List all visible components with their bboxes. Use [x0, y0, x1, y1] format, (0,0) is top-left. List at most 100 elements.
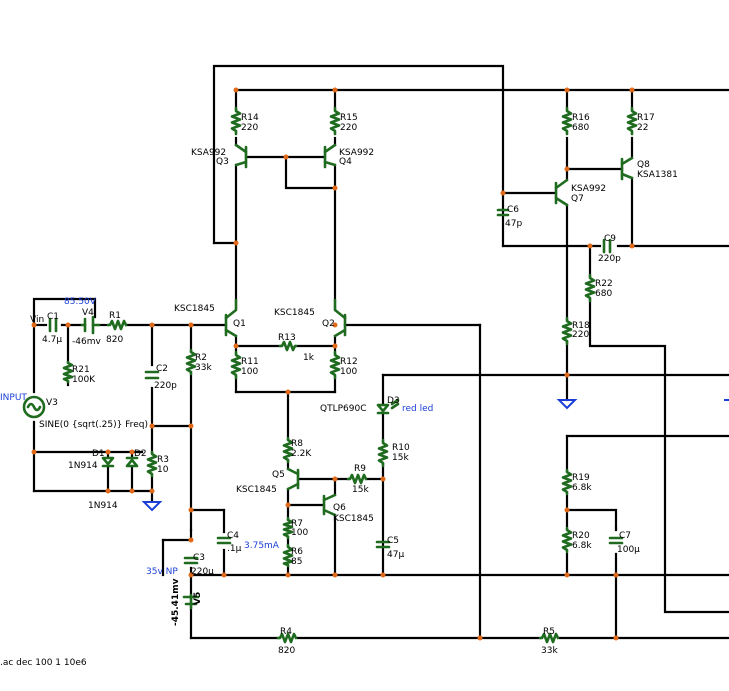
v3-input-label: INPUT — [0, 393, 27, 403]
annotations: Vin 85.50V SINE(0 {sqrt(.25)} Freq) 3.75… — [0, 297, 280, 668]
c5-label: C5 — [387, 536, 399, 546]
capacitors — [48, 208, 624, 565]
r12-label: R12 — [340, 357, 358, 367]
r16-value: 680 — [572, 123, 589, 133]
v4-value: -46mv — [72, 337, 101, 347]
r4-value: 820 — [278, 646, 295, 656]
resistors — [62, 106, 638, 644]
c1-value: 4.7µ — [42, 335, 62, 345]
r16-label: R16 — [572, 113, 590, 123]
r20-value: 6.8k — [572, 541, 592, 551]
r19-value: 6.8k — [572, 483, 592, 493]
r1-value: 820 — [106, 335, 123, 345]
c6-label: C6 — [507, 205, 519, 215]
r6-value: 85 — [291, 557, 302, 567]
q4-type: KSA992 — [339, 148, 374, 158]
r15-label: R15 — [340, 113, 358, 123]
c7-label: C7 — [619, 531, 631, 541]
c4-label: C4 — [227, 531, 239, 541]
c2-value: 220p — [154, 381, 177, 391]
v4-annotation: 85.50V — [64, 297, 97, 307]
r7-label: R7 — [291, 519, 303, 529]
r9-value: 15k — [352, 485, 369, 495]
q7-ref: Q7 — [571, 194, 584, 204]
sine-spec: SINE(0 {sqrt(.25)} Freq) — [39, 420, 148, 430]
r22-value: 680 — [595, 289, 612, 299]
q5-ref: Q5 — [272, 470, 285, 480]
wires — [32, 64, 729, 640]
c3-label: C3 — [193, 553, 205, 563]
r2-label: R2 — [195, 353, 207, 363]
d3-type: QTLP690C — [320, 404, 367, 414]
r21-label: R21 — [72, 365, 90, 375]
c6-value: 47p — [505, 219, 522, 229]
sources — [22, 315, 200, 610]
c9-label: C9 — [604, 234, 616, 244]
v3-label: V3 — [46, 398, 58, 408]
r19-label: R19 — [572, 473, 590, 483]
r6-label: R6 — [291, 547, 303, 557]
r7-value: 100 — [291, 528, 308, 538]
vin-label: Vin — [30, 315, 44, 325]
q6-ref: Q6 — [333, 503, 346, 513]
r18-label: R18 — [572, 321, 590, 331]
c5-value: 47µ — [387, 550, 404, 560]
d3-value: red led — [402, 404, 433, 414]
transistors — [224, 143, 634, 517]
ac-directive: .ac dec 100 1 10e6 — [0, 658, 87, 668]
q7-type: KSA992 — [571, 184, 606, 194]
r11-value: 100 — [241, 367, 258, 377]
q2-ref: Q2 — [322, 319, 335, 329]
c3-value: 220µ — [191, 567, 214, 577]
ground-symbols — [141, 399, 729, 512]
r14-value: 220 — [241, 123, 258, 133]
c3-type-annotation: 35v NP — [146, 567, 178, 577]
q3-type: KSA992 — [191, 148, 226, 158]
r9-label: R9 — [354, 464, 366, 474]
r14-label: R14 — [241, 113, 259, 123]
r17-value: 22 — [637, 123, 648, 133]
r11-label: R11 — [241, 357, 259, 367]
r10-value: 15k — [392, 453, 409, 463]
r1-label: R1 — [109, 311, 121, 321]
c9-value: 220p — [598, 254, 621, 264]
q8-ref: Q8 — [637, 160, 650, 170]
d3-label: D3 — [387, 396, 400, 406]
r4-label: R4 — [280, 627, 292, 637]
diodes — [101, 398, 400, 468]
r20-label: R20 — [572, 531, 590, 541]
d2-type: 1N914 — [88, 501, 118, 511]
r10-label: R10 — [392, 443, 410, 453]
r18-value: 220 — [572, 330, 589, 340]
r12-value: 100 — [340, 367, 357, 377]
q4-ref: Q4 — [339, 157, 352, 167]
r5-value: 33k — [541, 646, 558, 656]
c2-label: C2 — [156, 364, 168, 374]
r21-value: 100K — [72, 375, 96, 385]
d1-type: 1N914 — [68, 461, 98, 471]
r5-label: R5 — [543, 627, 555, 637]
q8-type: KSA1381 — [637, 170, 678, 180]
r8-value: 2.2K — [291, 449, 312, 459]
r17-label: R17 — [637, 113, 655, 123]
r3-value: 10 — [157, 465, 169, 475]
r13-value: 1k — [303, 353, 315, 363]
v5-label: V5 — [193, 592, 203, 605]
q1-type: KSC1845 — [174, 304, 215, 314]
r15-value: 220 — [340, 123, 357, 133]
v4-label: V4 — [82, 308, 94, 318]
q2-type: KSC1845 — [274, 308, 315, 318]
r13-label: R13 — [278, 333, 296, 343]
c4-value: .1µ — [227, 544, 242, 554]
r3-label: R3 — [157, 455, 169, 465]
d2-label: D2 — [134, 449, 147, 459]
q3-ref: Q3 — [216, 157, 229, 167]
r22-label: R22 — [595, 279, 613, 289]
component-labels: R14 220 R15 220 R16 680 R17 22 KSA992 Q3… — [0, 113, 678, 656]
c1-label: C1 — [47, 312, 59, 322]
d1-label: D1 — [92, 449, 105, 459]
q5-type: KSC1845 — [236, 485, 277, 495]
current-annotation: 3.75mA — [244, 541, 280, 551]
r8-label: R8 — [291, 439, 303, 449]
